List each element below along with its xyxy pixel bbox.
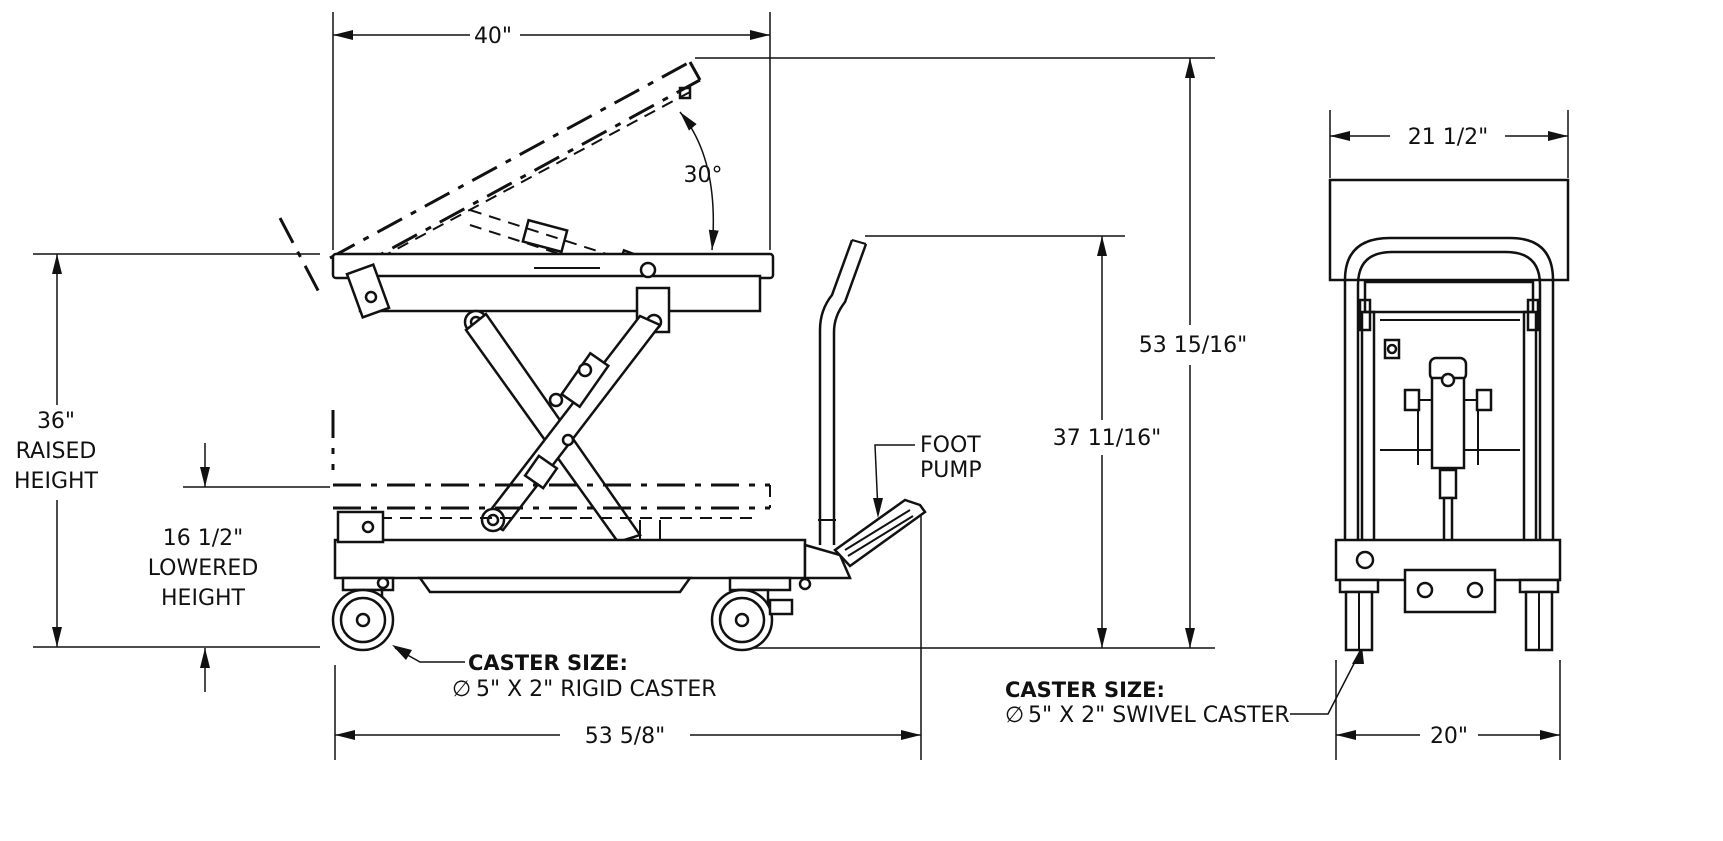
push-handle (818, 239, 868, 545)
lowered-label-1: LOWERED (148, 556, 259, 581)
dimension-30-degree-angle: 30° (679, 111, 723, 251)
foot-pump-callout: FOOT PUMP (873, 433, 982, 518)
dimension-20-base-width: 20" (1335, 660, 1561, 760)
rigid-caster (331, 576, 395, 652)
dimension-lowered-height: 16 1/2" LOWERED HEIGHT (148, 443, 330, 692)
foot-pump-pedal (833, 498, 927, 568)
raised-platform (331, 252, 775, 335)
overall-height-label: 53 15/16" (1139, 333, 1248, 358)
side-view-lift-table (278, 60, 927, 652)
dimension-40-top-width: 40" (332, 12, 771, 250)
raised-value: 36" (37, 409, 75, 434)
handle-height-label: 37 11/16" (1053, 426, 1162, 451)
tilted-platform-phantom (278, 60, 702, 299)
dimension-raised-height: 36" RAISED HEIGHT (14, 253, 320, 648)
raised-label-1: RAISED (16, 439, 97, 464)
rigid-caster-title: CASTER SIZE: (468, 651, 628, 675)
swivel-caster-title: CASTER SIZE: (1005, 678, 1165, 702)
rigid-caster-spec: 5" X 2" RIGID CASTER (476, 677, 717, 702)
overall-length-label: 53 5/8" (585, 724, 666, 749)
end-view-right-caster (1518, 578, 1560, 652)
swivel-caster-side (710, 576, 812, 652)
foot-pump-line-2: PUMP (920, 458, 982, 483)
swivel-caster-callout: CASTER SIZE: ∅ 5" X 2" SWIVEL CASTER (1005, 646, 1364, 728)
lowered-platform-phantom (331, 410, 771, 519)
end-view-lift-table (1328, 178, 1570, 652)
side-base-width-label: 20" (1430, 724, 1468, 749)
swivel-caster-spec: 5" X 2" SWIVEL CASTER (1028, 703, 1290, 728)
diameter-symbol-swivel: ∅ (1005, 703, 1024, 728)
raised-label-2: HEIGHT (14, 469, 99, 494)
dim-40-label: 40" (474, 24, 512, 49)
end-view-left-caster (1338, 578, 1380, 652)
diameter-symbol-rigid: ∅ (452, 677, 471, 702)
lowered-label-2: HEIGHT (161, 586, 246, 611)
foot-pump-line-1: FOOT (920, 433, 981, 458)
lowered-value: 16 1/2" (163, 526, 244, 551)
angle-label: 30° (684, 163, 723, 188)
dimension-handle-height: 37 11/16" (865, 235, 1162, 648)
side-platform-width-label: 21 1/2" (1408, 125, 1489, 150)
dimension-overall-height: 53 15/16" (695, 57, 1248, 649)
base-frame (333, 510, 852, 594)
dimension-overall-length: 53 5/8" (334, 505, 922, 760)
end-view-platform (1328, 178, 1570, 282)
rigid-caster-callout: CASTER SIZE: ∅ 5" X 2" RIGID CASTER (392, 645, 717, 702)
dimension-21-1-2-platform-width: 21 1/2" (1329, 110, 1569, 178)
